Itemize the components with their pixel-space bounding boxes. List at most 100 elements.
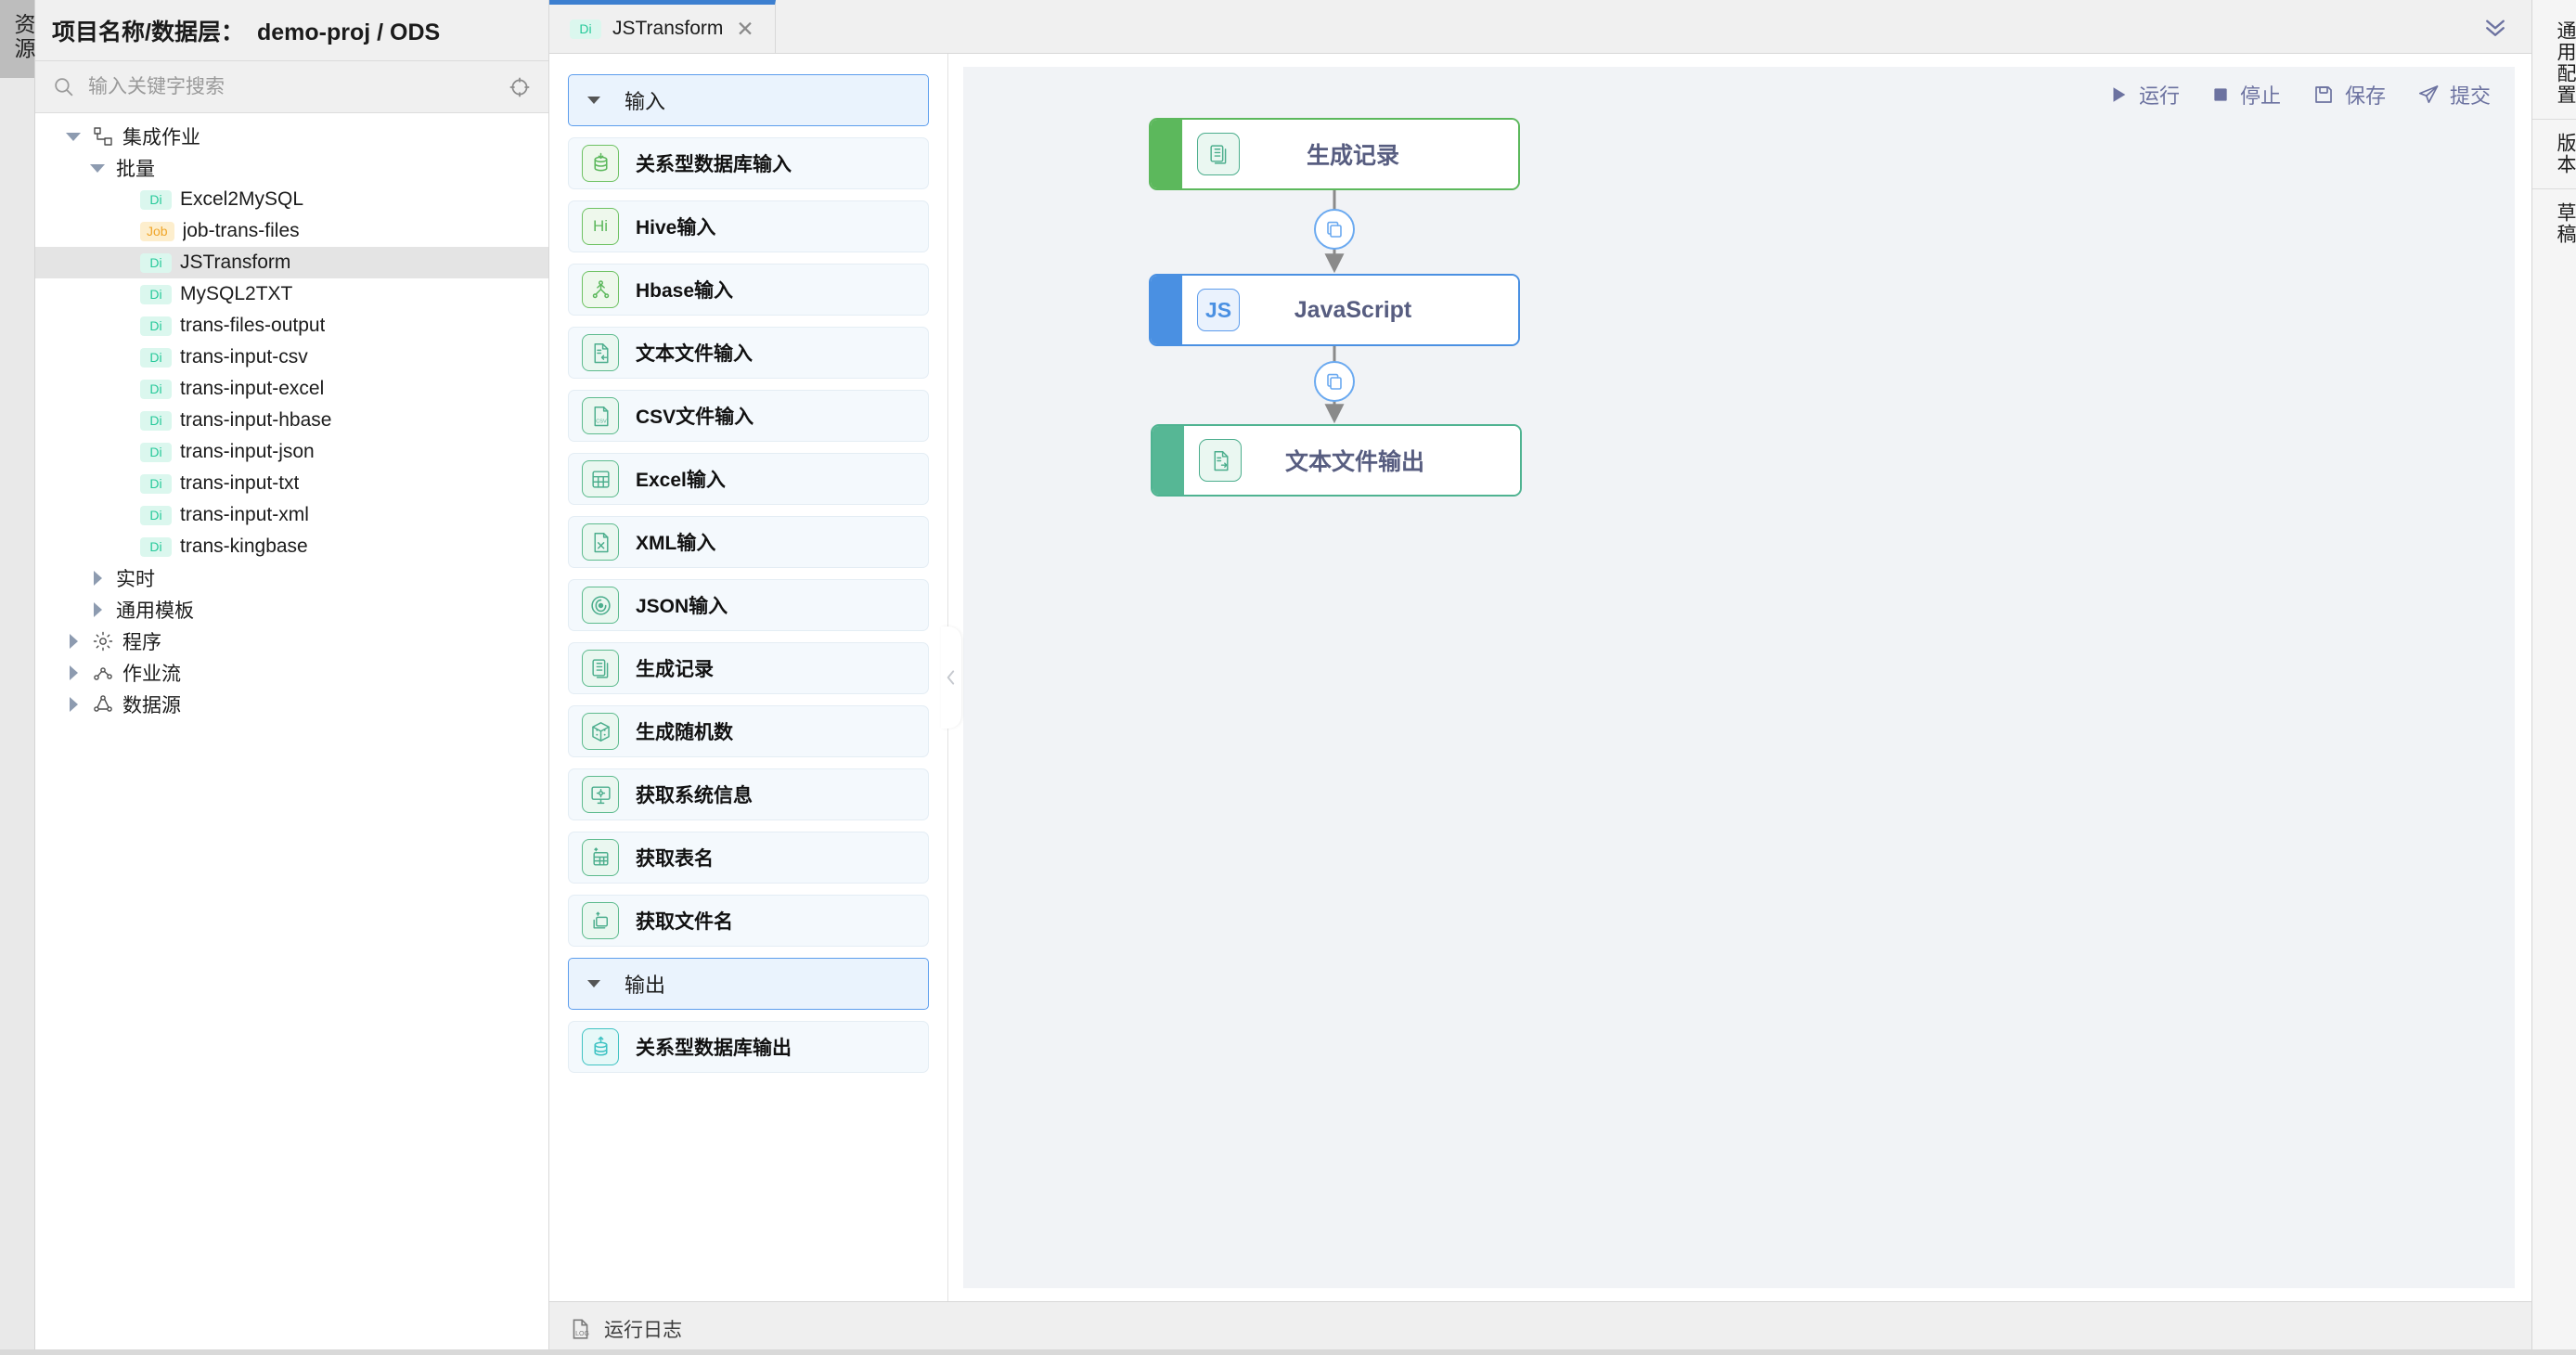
tree-item-数据源[interactable]: 数据源 bbox=[35, 689, 548, 720]
search-input[interactable] bbox=[88, 75, 495, 98]
dice-icon bbox=[582, 713, 619, 750]
palette-item-关系型数据库输出[interactable]: 关系型数据库输出 bbox=[568, 1021, 929, 1073]
tree-item-实时[interactable]: 实时 bbox=[35, 562, 548, 594]
palette-item-Excel输入[interactable]: Excel输入 bbox=[568, 453, 929, 505]
palette-item-label: 获取文件名 bbox=[636, 911, 733, 933]
toolbar-button-提交[interactable]: 提交 bbox=[2417, 80, 2491, 110]
palette-item-关系型数据库输入[interactable]: 关系型数据库输入 bbox=[568, 137, 929, 189]
toolbar-button-保存[interactable]: 保存 bbox=[2312, 80, 2386, 110]
palette-item-生成随机数[interactable]: 生成随机数 bbox=[568, 705, 929, 757]
palette-item-获取表名[interactable]: 获取表名 bbox=[568, 832, 929, 884]
palette-collapse-handle[interactable] bbox=[941, 626, 961, 729]
status-label[interactable]: 运行日志 bbox=[604, 1319, 682, 1341]
flow-node-文本文件输出[interactable]: 文本文件输出 bbox=[1151, 424, 1522, 497]
item-type-badge: Di bbox=[140, 284, 172, 304]
item-type-badge: Di bbox=[140, 410, 172, 431]
tree-item-label: trans-files-output bbox=[180, 315, 326, 336]
palette-group-输出[interactable]: 输出 bbox=[568, 958, 929, 1010]
caret-right-icon[interactable] bbox=[63, 697, 84, 712]
gear-icon bbox=[92, 630, 114, 652]
caret-down-icon[interactable] bbox=[63, 132, 84, 141]
caret-right-icon[interactable] bbox=[63, 634, 84, 649]
tree-item-trans-input-txt[interactable]: Di trans-input-txt bbox=[35, 468, 548, 499]
tree-item-label: 作业流 bbox=[122, 664, 181, 685]
node-body: 生成记录 bbox=[1182, 120, 1518, 188]
rail-tab-resource[interactable]: 资源 bbox=[0, 0, 35, 78]
node-accent-bar bbox=[1151, 276, 1182, 344]
stop-icon bbox=[2211, 85, 2230, 104]
edge-copy-badge[interactable] bbox=[1314, 361, 1355, 402]
tree-item-集成作业[interactable]: 集成作业 bbox=[35, 121, 548, 152]
toolbar-button-停止[interactable]: 停止 bbox=[2211, 80, 2281, 110]
tree-item-通用模板[interactable]: 通用模板 bbox=[35, 594, 548, 626]
play-icon bbox=[2108, 84, 2129, 105]
toolbar-button-label: 运行 bbox=[2138, 84, 2180, 108]
tree-item-label: trans-input-hbase bbox=[180, 409, 332, 431]
right-rail-item-草稿[interactable]: 草稿 bbox=[2555, 202, 2576, 245]
caret-down-icon bbox=[587, 97, 600, 104]
palette-item-label: 生成随机数 bbox=[636, 722, 733, 743]
tab-jstransform[interactable]: Di JSTransform ✕ bbox=[549, 0, 776, 53]
item-type-badge: Di bbox=[140, 473, 172, 494]
datasource-icon bbox=[92, 693, 114, 716]
item-type-badge: Di bbox=[140, 379, 172, 399]
excel-grid-icon bbox=[582, 460, 619, 497]
toolbar-button-label: 提交 bbox=[2449, 84, 2491, 108]
node-label: 文本文件输出 bbox=[1284, 449, 1424, 475]
toolbar-button-label: 停止 bbox=[2239, 84, 2281, 108]
right-rail-item-版本[interactable]: 版本 bbox=[2532, 120, 2576, 189]
palette-item-label: XML输入 bbox=[636, 533, 716, 554]
palette-item-label: 文本文件输入 bbox=[636, 343, 753, 365]
tree-item-label: job-trans-files bbox=[182, 220, 300, 241]
caret-right-icon[interactable] bbox=[87, 602, 108, 617]
tree-item-trans-input-hbase[interactable]: Di trans-input-hbase bbox=[35, 405, 548, 436]
palette-group-输入[interactable]: 输入 bbox=[568, 74, 929, 126]
tree-item-trans-input-xml[interactable]: Di trans-input-xml bbox=[35, 499, 548, 531]
collapse-all-icon[interactable] bbox=[2459, 0, 2531, 53]
database-in-icon bbox=[582, 145, 619, 182]
editor-tabbar: Di JSTransform ✕ bbox=[549, 0, 2531, 54]
palette-item-文本文件输入[interactable]: 文本文件输入 bbox=[568, 327, 929, 379]
search-icon bbox=[52, 75, 75, 98]
edge-copy-badge[interactable] bbox=[1314, 209, 1355, 250]
tree-item-label: 实时 bbox=[116, 569, 155, 590]
save-icon bbox=[2312, 84, 2335, 106]
palette-item-生成记录[interactable]: 生成记录 bbox=[568, 642, 929, 694]
flow-node-生成记录[interactable]: 生成记录 bbox=[1149, 118, 1520, 190]
right-rail-item-通用配置[interactable]: 通用配置 bbox=[2532, 7, 2576, 120]
tree-item-label: trans-input-xml bbox=[180, 504, 309, 525]
item-type-badge: Di bbox=[140, 505, 172, 525]
toolbar-button-运行[interactable]: 运行 bbox=[2108, 80, 2180, 110]
tree-item-批量[interactable]: 批量 bbox=[35, 152, 548, 184]
tab-label: JSTransform bbox=[612, 18, 724, 39]
palette-item-Hbase输入[interactable]: Hbase输入 bbox=[568, 264, 929, 316]
tree-item-作业流[interactable]: 作业流 bbox=[35, 657, 548, 689]
locate-target-icon[interactable] bbox=[508, 75, 532, 99]
tree-item-程序[interactable]: 程序 bbox=[35, 626, 548, 657]
palette-item-获取系统信息[interactable]: 获取系统信息 bbox=[568, 768, 929, 820]
caret-down-icon[interactable] bbox=[87, 163, 108, 173]
palette-item-获取文件名[interactable]: 获取文件名 bbox=[568, 895, 929, 947]
palette-item-XML输入[interactable]: XML输入 bbox=[568, 516, 929, 568]
tree-item-label: trans-input-txt bbox=[180, 472, 300, 494]
palette-item-JSON输入[interactable]: JSON输入 bbox=[568, 579, 929, 631]
hive-icon: Hi bbox=[582, 208, 619, 245]
tab-close-icon[interactable]: ✕ bbox=[736, 16, 754, 41]
svg-text:CSV: CSV bbox=[596, 419, 607, 424]
caret-right-icon[interactable] bbox=[63, 665, 84, 680]
caret-right-icon[interactable] bbox=[87, 571, 108, 586]
node-accent-bar bbox=[1153, 426, 1184, 495]
